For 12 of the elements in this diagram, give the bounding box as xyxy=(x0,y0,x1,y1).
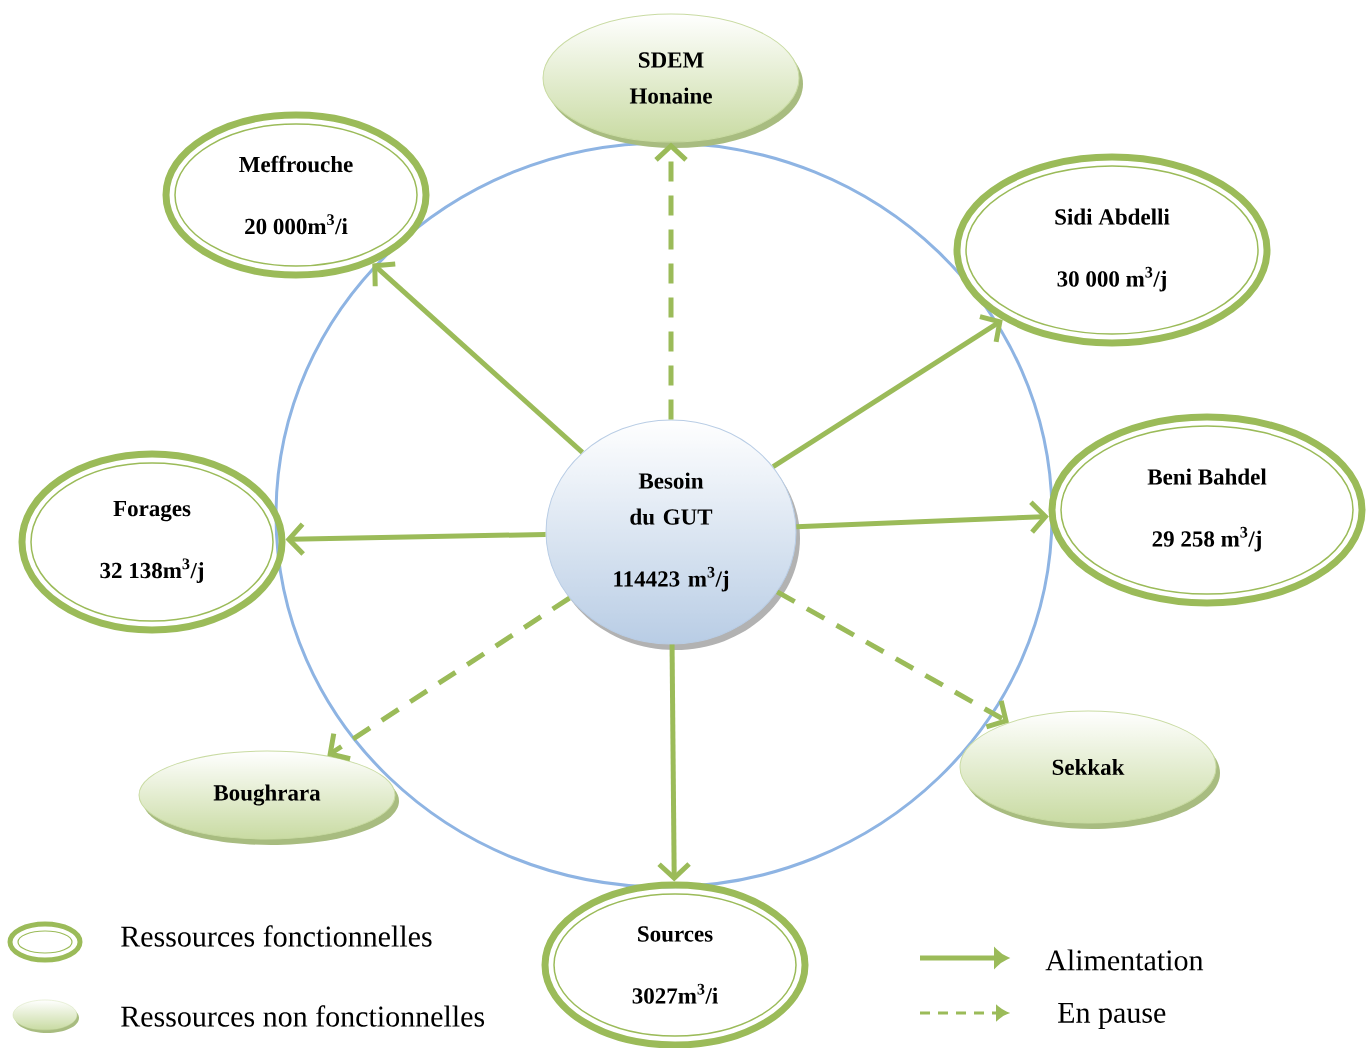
arrow xyxy=(657,644,691,882)
arrow xyxy=(776,589,1009,730)
arrow xyxy=(654,142,688,420)
arrow xyxy=(327,596,571,762)
legend-text: Ressources non fonctionnelles xyxy=(121,1005,485,1027)
arrow xyxy=(372,261,585,455)
legend-text: Ressources fonctionnelles xyxy=(121,925,432,947)
legend-text: Alimentation xyxy=(1045,949,1204,971)
arrow xyxy=(796,500,1049,534)
arrow xyxy=(771,314,1003,469)
arrow xyxy=(285,522,546,556)
legend-text: En pause xyxy=(1058,1002,1166,1029)
